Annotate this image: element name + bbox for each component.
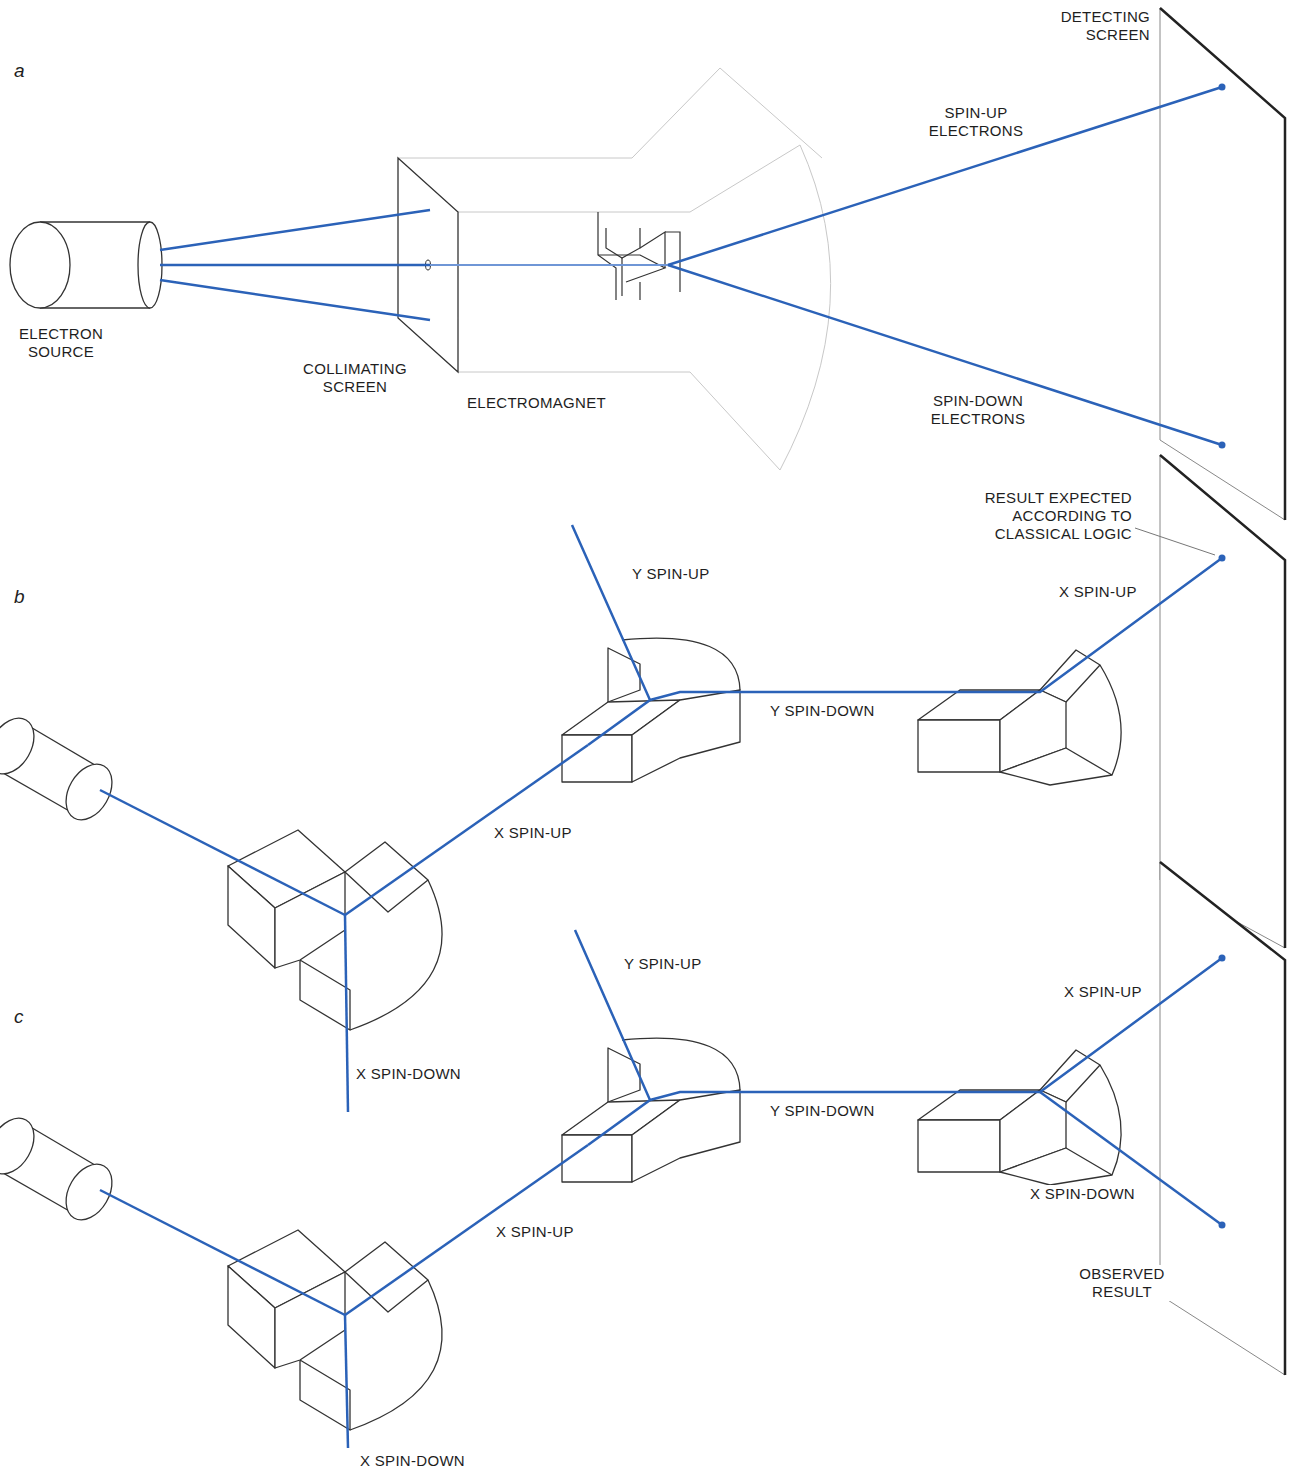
beam-label: SPIN-DOWN ELECTRONS (911, 392, 1045, 428)
part-label: ELECTROMAGNET (465, 394, 608, 412)
electron-beams-b (100, 525, 1226, 1112)
panel-letter: c (12, 1008, 26, 1026)
x-splitter-b2 (918, 650, 1121, 785)
part-label: ELECTRON SOURCE (4, 325, 118, 361)
beam-label: X SPIN-DOWN (358, 1452, 467, 1470)
beam-label: SPIN-UP ELECTRONS (909, 104, 1043, 140)
result-label: RESULT EXPECTED ACCORDING TO CLASSICAL L… (945, 489, 1134, 543)
beam-label: X SPIN-UP (1062, 983, 1144, 1001)
beam-label: Y SPIN-UP (630, 565, 711, 583)
electron-source-b (0, 710, 121, 828)
result-label: OBSERVED RESULT (1065, 1265, 1179, 1301)
panel-letter: b (12, 588, 27, 606)
apparatus-housing (398, 68, 831, 470)
beam-label: X SPIN-UP (1057, 583, 1139, 601)
part-label: COLLIMATING SCREEN (288, 360, 422, 396)
beam-label: X SPIN-UP (492, 824, 574, 842)
beam-label: X SPIN-DOWN (1028, 1185, 1137, 1203)
x-splitter-b (228, 830, 442, 1030)
x-splitter-c2 (918, 1050, 1121, 1185)
panel-letter: a (12, 62, 27, 80)
electron-source (10, 222, 162, 308)
beam-label: Y SPIN-DOWN (768, 702, 877, 720)
electron-beams-c (100, 930, 1226, 1448)
detecting-screen-b (1160, 455, 1285, 948)
electron-beams-a (160, 84, 1226, 449)
beam-label: Y SPIN-DOWN (768, 1102, 877, 1120)
beam-label: X SPIN-UP (494, 1223, 576, 1241)
beam-label: X SPIN-DOWN (354, 1065, 463, 1083)
y-splitter-b (562, 638, 740, 782)
electron-source-c (0, 1110, 121, 1228)
y-splitter-c (562, 1038, 740, 1182)
part-label: DETECTING SCREEN (1038, 8, 1152, 44)
detecting-screen-a (1160, 8, 1285, 520)
electromagnet (598, 212, 680, 300)
x-splitter-c (228, 1230, 442, 1430)
beam-label: Y SPIN-UP (622, 955, 703, 973)
